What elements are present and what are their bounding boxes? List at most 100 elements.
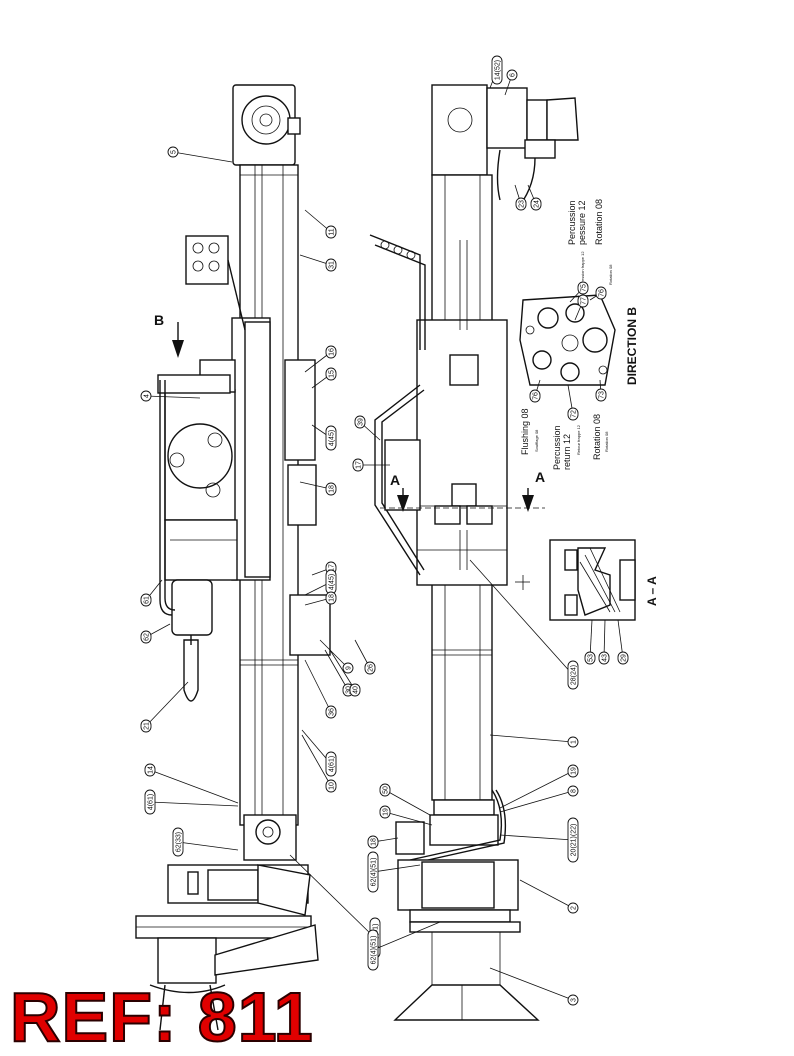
callout-side: 14 [144, 763, 239, 804]
callout-leader [372, 864, 421, 873]
callout-number: 14(52) [495, 60, 502, 80]
tag-rotation-top: Rotation 08 [608, 264, 613, 285]
callout-section: 53 [584, 619, 596, 665]
callout-balloon [354, 415, 366, 429]
callout-side: 62 [140, 623, 171, 644]
callout-balloon [325, 482, 337, 496]
callout-number: 30 [346, 686, 353, 694]
callout-front: 2 [519, 879, 579, 914]
callout-front: 19 [379, 805, 433, 826]
callout-number: 8 [571, 789, 578, 793]
callout-number: 19 [571, 767, 578, 775]
callout-number: 61 [144, 596, 151, 604]
callout-side: 11 [304, 209, 337, 239]
callout-front: 28(24) [469, 559, 579, 690]
callout-side: 4 [140, 390, 201, 402]
callout-leader [324, 649, 349, 691]
callout-front: 62(4)(51) [367, 851, 421, 893]
callout-number: 2 [571, 906, 578, 910]
callout-leader [384, 811, 433, 826]
callout-balloon [325, 345, 337, 359]
callout-balloon [567, 407, 579, 421]
callout-front: 19 [499, 764, 579, 809]
callout-leader [329, 649, 356, 691]
callout-balloon [530, 197, 542, 211]
callout-number: 19 [383, 808, 390, 816]
callout-balloon [367, 929, 379, 971]
callout-number: 4 [144, 394, 151, 398]
callout-leader [149, 769, 239, 804]
callout-number: 3 [571, 998, 578, 1002]
port-rotation-bottom: Rotation 08 [592, 414, 602, 460]
callout-number: 6 [510, 73, 517, 77]
callout-leader [489, 734, 574, 743]
callout-number: 18 [329, 594, 336, 602]
callout-side: 16 [304, 345, 337, 373]
callout-balloon [617, 651, 629, 665]
callout-direction_b: 72 [567, 384, 579, 421]
callout-side: 18 [304, 591, 337, 606]
callout-number: 17 [329, 564, 336, 572]
callout-balloon [140, 390, 152, 402]
callout-number: 26 [368, 664, 375, 672]
callout-number: 40 [353, 686, 360, 694]
callout-number: 23 [519, 200, 526, 208]
callout-balloon [598, 651, 610, 665]
callout-balloon [367, 835, 379, 849]
callout-leader [319, 639, 349, 669]
section-title: A – A [645, 576, 659, 606]
callout-number: 18 [329, 485, 336, 493]
callout-number: 24 [534, 200, 541, 208]
callout-side: 18 [299, 481, 337, 496]
callout-side: 10 [301, 734, 337, 793]
callout-number: 62 [144, 633, 151, 641]
callout-balloon [491, 55, 503, 85]
port-label-line: pessure 12 [577, 200, 587, 245]
callout-leader [469, 559, 574, 676]
side-view [135, 84, 331, 1031]
callout-balloon [325, 779, 337, 793]
tag-flushing: Soufflage 08 [534, 429, 539, 452]
callout-direction_b: 77 [574, 294, 589, 321]
callout-front: 62(4)(51) [367, 921, 441, 971]
callout-leader [304, 659, 332, 713]
callout-number: 11 [329, 228, 336, 235]
callout-number: 15 [329, 370, 336, 378]
callout-direction_b: 75 [569, 281, 589, 303]
callout-number: 4(45) [329, 430, 336, 446]
callout-balloon [584, 651, 596, 665]
callout-number: 75 [581, 284, 588, 292]
callout-number: 9 [346, 666, 353, 670]
callout-number: 76 [599, 289, 606, 297]
callout-side: 31 [299, 254, 337, 272]
callout-front: 17 [352, 458, 390, 472]
part-callouts: 5113116154(45)18417616221144(61)4(45)189… [140, 55, 629, 1006]
callout-number: 62(4)(51) [371, 858, 378, 887]
callout-direction_b: 76 [529, 379, 541, 403]
arrow-b-label: B [154, 312, 164, 328]
callout-number: 5 [171, 150, 178, 154]
callout-side: 40 [329, 649, 361, 697]
callout-balloon [325, 751, 337, 777]
callout-side: 26 [354, 639, 376, 675]
callout-number: 50 [383, 786, 390, 794]
callout-balloon [595, 286, 607, 300]
callout-front: 24 [527, 184, 542, 211]
callout-side: 5 [167, 146, 233, 163]
callout-leader [172, 151, 233, 163]
callout-side: 61 [140, 579, 163, 607]
callout-balloon [567, 660, 579, 690]
port-label-line: return 12 [562, 434, 572, 470]
callout-number: 20(21)(22) [571, 824, 578, 857]
port-rotation-top: Rotation 08 [594, 199, 604, 245]
callout-balloon [577, 294, 589, 308]
section-arrows [172, 322, 545, 512]
callout-balloon [140, 593, 152, 607]
callout-leader [499, 790, 574, 813]
callout-leader [499, 770, 574, 809]
callout-number: 17 [356, 461, 363, 469]
callout-balloon [364, 661, 376, 675]
callout-side: 15 [311, 367, 337, 389]
callout-balloon [352, 458, 364, 472]
